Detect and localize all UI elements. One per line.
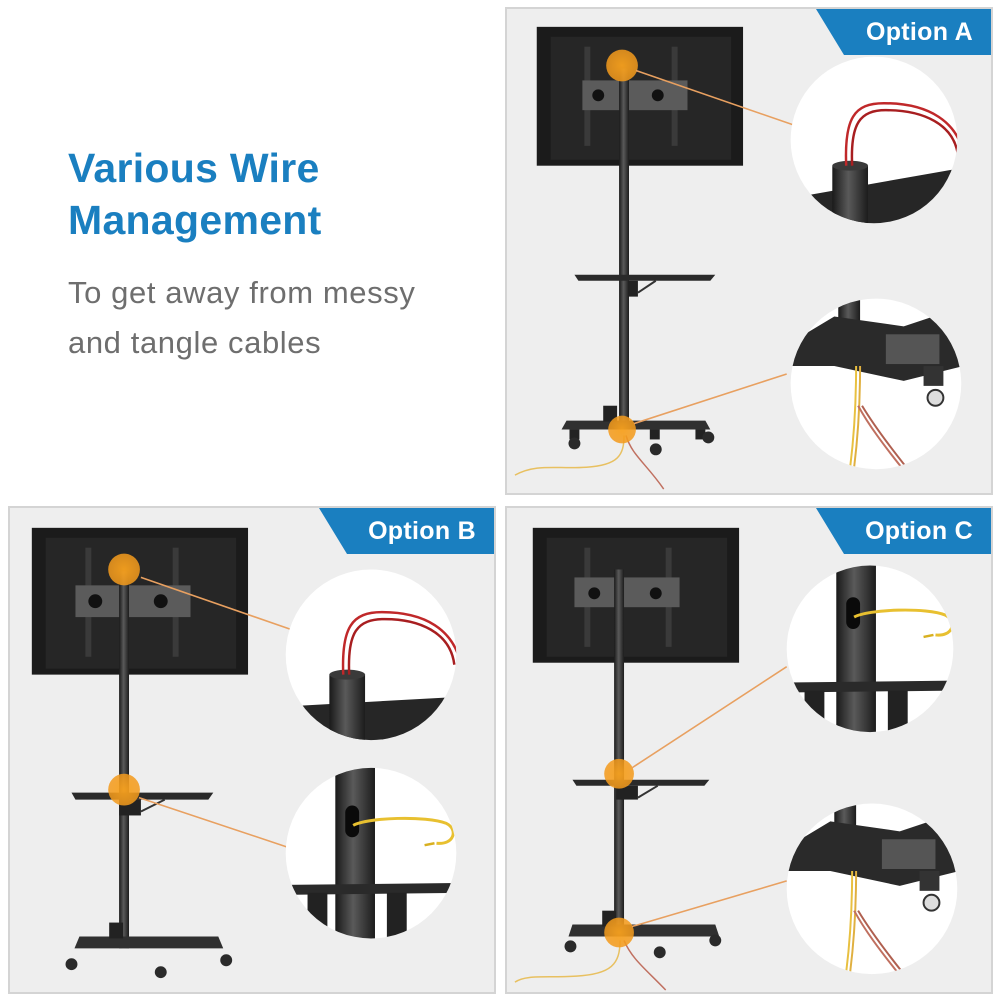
callout-cables-through-shelf-slot [285,767,457,939]
highlight-shelf [604,758,634,789]
headline-line-1: Various Wire [68,145,320,191]
callout-cables-through-shelf-slot [786,565,954,733]
callout-cables-exiting-base [790,298,962,470]
tv-screen-back [31,527,249,675]
option-b-panel: Option B [8,506,496,994]
option-c-panel: Option C [505,506,993,994]
highlight-shelf [108,773,140,806]
base-with-casters [65,922,233,979]
highlight-base [604,917,634,948]
shelf [572,779,710,800]
subheadline-line-1: To get away from messy [68,275,416,310]
option-b-label: Option B [319,508,494,554]
option-c-label: Option C [816,508,991,554]
callout-cables-entering-pole-top [790,56,958,224]
subheadline: To get away from messy and tangle cables [68,268,415,368]
tv-screen-back [532,527,740,663]
pole [619,68,629,426]
subheadline-line-2: and tangle cables [68,325,322,360]
pole [119,571,130,949]
callout-cables-entering-pole-top [285,569,457,741]
option-a-illustration [514,26,962,490]
callout-cables-exiting-base [786,803,958,975]
highlight-base [608,415,636,444]
headline-line-2: Management [68,197,322,243]
option-c-illustration [514,527,958,991]
base-with-casters [564,910,722,959]
pole [614,569,625,937]
option-b-illustration [31,527,457,979]
headline: Various Wire Management [68,142,322,246]
highlight-pole-top [108,553,140,586]
shelf [71,792,214,816]
option-a-panel: Option A [505,7,993,495]
option-a-label: Option A [816,9,991,55]
base-with-casters [561,405,715,456]
shelf [574,274,716,297]
highlight-pole-top [606,49,638,82]
